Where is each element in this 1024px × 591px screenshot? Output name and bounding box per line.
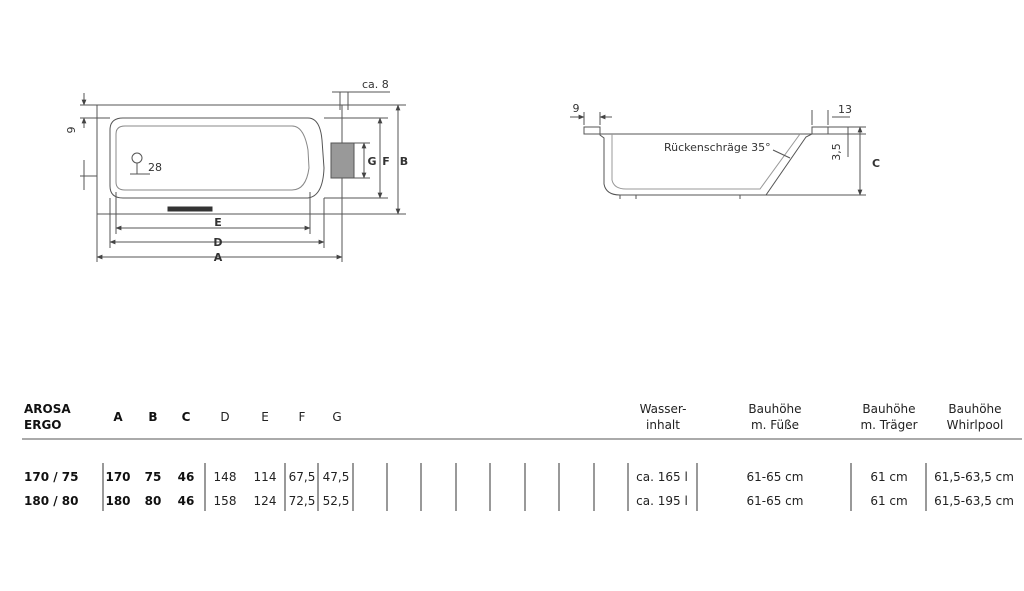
dimension-table: AROSA ERGO A B C D E F G Wasser- inhalt …: [22, 402, 1022, 511]
col-header-c: C: [182, 410, 191, 424]
col-header-whirl-2: Whirlpool: [947, 418, 1004, 432]
side-dim-9: 9: [573, 102, 580, 115]
col-header-water-1: Wasser-: [640, 402, 687, 416]
tub-inner-basin: [109, 117, 325, 199]
row-e: 124: [254, 494, 277, 508]
col-header-feet-2: m. Füße: [751, 418, 799, 432]
top-view-drawing: [80, 91, 406, 262]
tub-side-inner: [611, 133, 801, 190]
col-header-f: F: [299, 410, 306, 424]
row-water: ca. 195 l: [636, 494, 688, 508]
row-a: 170: [105, 470, 130, 484]
row-d: 148: [214, 470, 237, 484]
top-label-f: F: [382, 155, 390, 168]
table-row: 180 / 80 180 80 46 158 124 72,5 52,5 ca.…: [24, 494, 1014, 508]
row-feet: 61-65 cm: [747, 494, 804, 508]
product-name-line1: AROSA: [24, 402, 71, 416]
row-g: 47,5: [323, 470, 350, 484]
slope-label: Rückenschräge 35°: [664, 141, 771, 154]
row-a: 180: [105, 494, 130, 508]
overflow-slot: [167, 206, 213, 212]
row-whirl: 61,5-63,5 cm: [934, 470, 1014, 484]
col-header-d: D: [220, 410, 229, 424]
row-water: ca. 165 l: [636, 470, 688, 484]
drain-symbol: [131, 152, 143, 164]
product-name-line2: ERGO: [24, 418, 62, 432]
col-header-b: B: [148, 410, 157, 424]
col-header-a: A: [113, 410, 123, 424]
tub-inner-contour: [115, 125, 310, 191]
row-feet: 61-65 cm: [747, 470, 804, 484]
row-model: 170 / 75: [24, 470, 79, 484]
top-label-e: E: [214, 216, 222, 229]
top-label-a: A: [214, 251, 223, 264]
row-f: 67,5: [289, 470, 316, 484]
col-header-water-2: inhalt: [646, 418, 680, 432]
top-label-g: G: [367, 155, 376, 168]
row-model: 180 / 80: [24, 494, 79, 508]
table-column-separators: [102, 463, 927, 511]
top-label-d: D: [213, 236, 222, 249]
top-dim-9: 9: [65, 127, 78, 134]
row-f: 72,5: [289, 494, 316, 508]
row-d: 158: [214, 494, 237, 508]
side-dim-13: 13: [838, 103, 852, 116]
row-whirl: 61,5-63,5 cm: [934, 494, 1014, 508]
row-e: 114: [254, 470, 277, 484]
col-header-carrier-2: m. Träger: [860, 418, 917, 432]
row-b: 75: [145, 470, 162, 484]
row-g: 52,5: [323, 494, 350, 508]
col-header-g: G: [332, 410, 341, 424]
side-label-c: C: [872, 157, 880, 170]
top-dim-28: 28: [148, 161, 162, 174]
row-c: 46: [178, 470, 195, 484]
side-dim-35: 3,5: [830, 143, 843, 161]
side-view-drawing: [570, 110, 866, 199]
row-c: 46: [178, 494, 195, 508]
col-header-feet-1: Bauhöhe: [748, 402, 801, 416]
row-carrier: 61 cm: [870, 494, 907, 508]
col-header-carrier-1: Bauhöhe: [862, 402, 915, 416]
row-carrier: 61 cm: [870, 470, 907, 484]
tap-block: [330, 142, 355, 179]
col-header-whirl-1: Bauhöhe: [948, 402, 1001, 416]
row-b: 80: [145, 494, 162, 508]
col-header-e: E: [261, 410, 269, 424]
table-row: 170 / 75 170 75 46 148 114 67,5 47,5 ca.…: [24, 470, 1014, 484]
top-label-b: B: [400, 155, 408, 168]
tub-side-profile: [583, 126, 829, 196]
top-dim-ca8: ca. 8: [362, 78, 389, 91]
